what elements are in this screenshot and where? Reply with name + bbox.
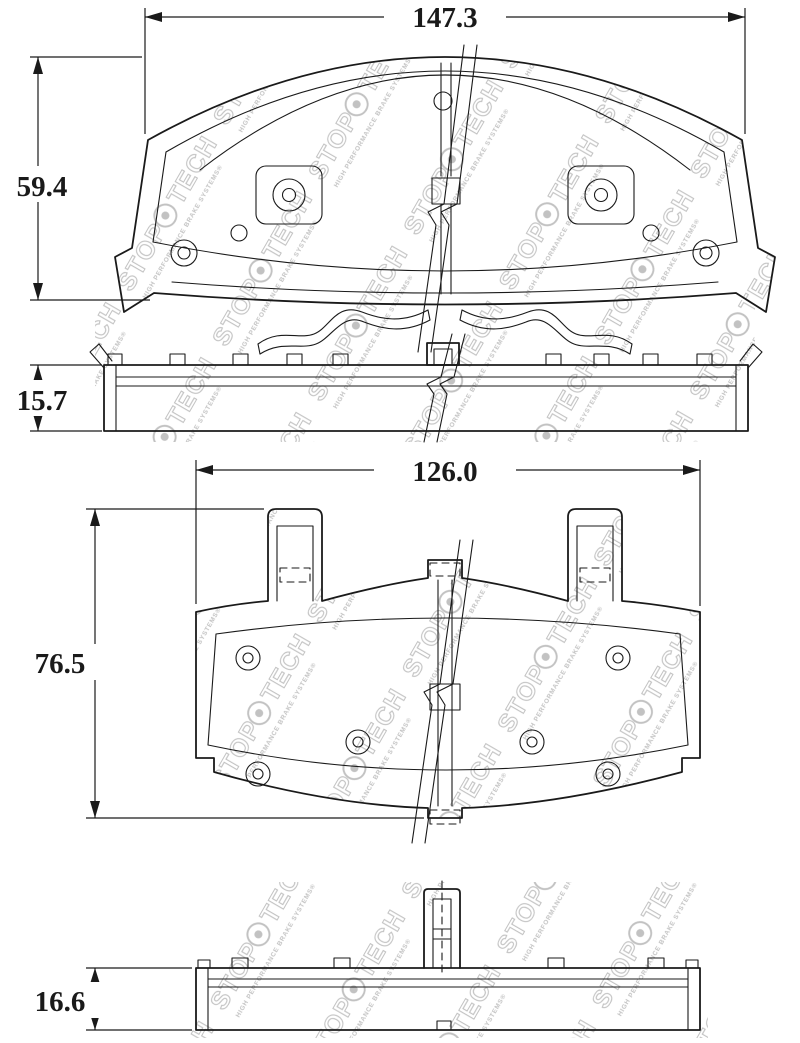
pad1-break-line (417, 44, 465, 353)
pad1-friction-top-edge (199, 74, 691, 171)
pad1-center-slot (440, 62, 452, 295)
pad2-friction-outline (207, 617, 689, 771)
dimension-pad1-width: 147.3 (144, 0, 746, 134)
pad1-edge-shim-lines (115, 376, 737, 387)
pad1-edge-center-tab (426, 342, 460, 366)
dimension-label-pad2-thickness: 16.6 (35, 986, 86, 1018)
pad-set-2-front-view (195, 508, 701, 844)
pad2-right-ear-lines (576, 525, 614, 602)
dimension-label-pad2-width: 126.0 (412, 456, 477, 488)
pad2-edge-shim-lines (207, 978, 689, 988)
dimension-pad1-height: 59.4 (6, 56, 150, 301)
dimension-pad2-thickness: 16.6 (20, 967, 192, 1031)
dimension-label-pad1-height: 59.4 (17, 171, 68, 203)
pad1-edge-right-ear (739, 343, 763, 369)
pad1-top-center-hole (433, 91, 453, 111)
pad1-center-interlock (431, 177, 461, 205)
dimension-label-pad2-height: 76.5 (35, 648, 86, 680)
pad-set-1-edge-view (89, 333, 763, 443)
pad2-outline (195, 508, 701, 819)
pad1-edge-spring-tabs (107, 353, 713, 366)
pad1-outline (114, 56, 776, 313)
dimension-label-pad1-width: 147.3 (412, 2, 477, 34)
pad1-edge-break-line (423, 333, 453, 443)
pad2-break-line (424, 539, 474, 844)
pad2-edge-bottom-notch (436, 1020, 452, 1031)
pad2-hidden-lines (279, 562, 611, 825)
pad2-edge-outline (195, 967, 701, 1031)
pad1-edge-break-line (436, 333, 466, 443)
dimension-pad1-thickness: 15.7 (6, 364, 102, 432)
dimension-pad2-width: 126.0 (195, 454, 701, 606)
dimension-label-pad1-thickness: 15.7 (17, 385, 68, 417)
pad-set-1-front-view (114, 44, 776, 355)
dimension-pad2-height: 76.5 (20, 508, 424, 819)
wear-sensor-bracket (423, 880, 461, 976)
pad2-center-interlock (429, 683, 461, 711)
pad1-edge-end-lines (115, 364, 737, 432)
pad2-edge-end-lines (207, 967, 689, 1031)
pad1-edge-outline (103, 364, 749, 432)
pad2-edge-spring-tabs (197, 957, 699, 969)
pad-set-2-edge-view (195, 880, 701, 1031)
pad1-edge-left-ear (89, 343, 113, 369)
pad1-inner-contour (152, 70, 738, 272)
pad1-break-line (430, 44, 478, 353)
pad2-left-ear-lines (276, 525, 314, 602)
pad2-break-line (411, 539, 461, 844)
pad1-friction-bottom-edge (171, 281, 719, 294)
